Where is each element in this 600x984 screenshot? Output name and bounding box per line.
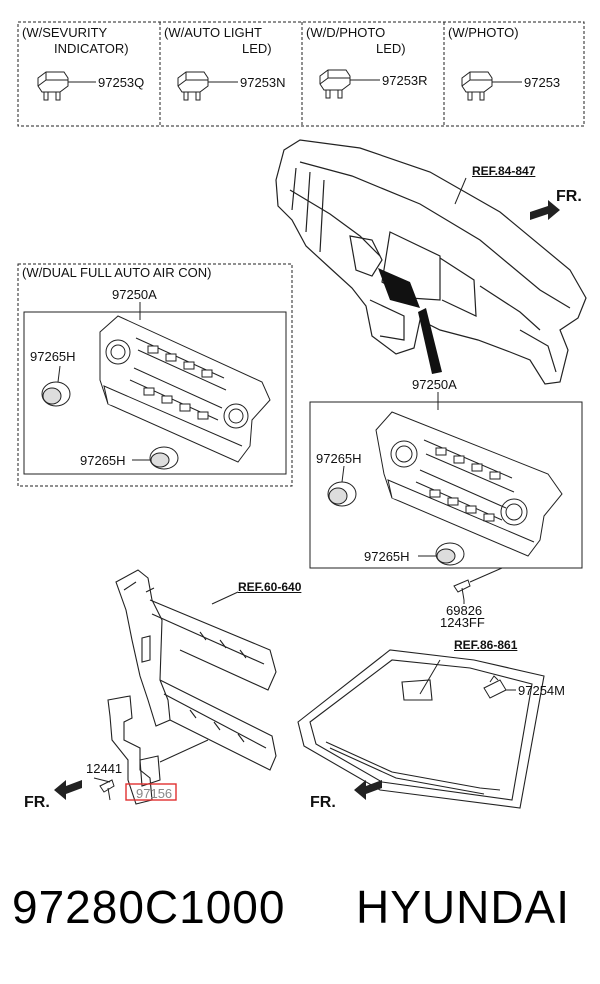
variant-1-title: (W/SEVURITY xyxy=(22,25,108,40)
screw-69826-icon xyxy=(453,579,471,601)
main-panel-box xyxy=(309,401,583,569)
fr-arrow-frame-icon xyxy=(54,780,82,800)
knob-main-bottom xyxy=(435,542,465,566)
variant-2-subtitle: LED) xyxy=(242,41,272,56)
knob-main-top xyxy=(327,481,357,507)
switch-97253R-icon xyxy=(319,69,351,99)
variant-3-subtitle: LED) xyxy=(376,41,406,56)
screw-part-1: 69826 xyxy=(446,603,483,618)
variant-1-subtitle: INDICATOR) xyxy=(54,41,129,56)
dual-box-title: (W/DUAL FULL AUTO AIR CON) xyxy=(22,265,212,280)
variant-2-part: 97253N xyxy=(240,75,286,90)
bracket-part: 97156 xyxy=(136,786,173,801)
main-box-knob-top: 97265H xyxy=(316,451,362,466)
climate-panel-dual xyxy=(99,315,271,463)
climate-panel-main xyxy=(375,411,563,557)
fr-label-frame: FR. xyxy=(24,794,50,811)
control-panel-slot xyxy=(378,268,420,308)
main-box-knob-bottom: 97265H xyxy=(364,549,410,564)
variant-4-title: (W/PHOTO) xyxy=(448,25,519,40)
dual-box-knob-bottom: 97265H xyxy=(80,453,126,468)
bolt-12441-icon xyxy=(99,779,115,801)
dual-box-unit: 97250A xyxy=(112,287,157,302)
switch-97253Q-icon xyxy=(37,71,69,101)
fr-arrow-top-icon xyxy=(530,200,560,220)
windshield-drawing xyxy=(297,649,545,809)
footer-part-number: 97280C1000 xyxy=(12,881,286,933)
leader-arrow xyxy=(418,308,442,374)
windshield-ref: REF.86-861 xyxy=(454,638,518,652)
bolt-part: 12441 xyxy=(86,761,123,776)
switch-97253N-icon xyxy=(177,71,209,101)
fr-label-windshield: FR. xyxy=(310,794,336,811)
variant-3-part: 97253R xyxy=(382,73,428,88)
frame-ref: REF.60-640 xyxy=(238,580,302,594)
variants-box xyxy=(17,21,585,127)
variant-3-title: (W/D/PHOTO xyxy=(306,25,386,40)
bracket-highlight-box xyxy=(125,783,177,801)
front-frame-drawing xyxy=(107,569,277,805)
variant-4-part: 97253 xyxy=(524,75,561,90)
dual-air-con-box xyxy=(17,263,293,487)
knob-dual-bottom xyxy=(149,446,179,470)
variant-1-part: 97253Q xyxy=(98,75,145,90)
fr-label-top: FR. xyxy=(556,188,582,205)
knob-dual-top xyxy=(41,381,71,407)
dual-box-knob-top: 97265H xyxy=(30,349,76,364)
dashboard-ref: REF.84-847 xyxy=(472,164,536,178)
rain-sensor-part: 97254M xyxy=(518,683,565,698)
main-box-unit: 97250A xyxy=(412,377,457,392)
dashboard-drawing xyxy=(275,139,587,385)
switch-97253-icon xyxy=(461,71,493,101)
footer-brand: HYUNDAI xyxy=(356,881,571,933)
fr-arrow-windshield-icon xyxy=(354,780,382,800)
rain-sensor-97254M-icon xyxy=(483,675,507,699)
variant-2-title: (W/AUTO LIGHT xyxy=(164,25,262,40)
screw-part-2: 1243FF xyxy=(440,615,485,630)
